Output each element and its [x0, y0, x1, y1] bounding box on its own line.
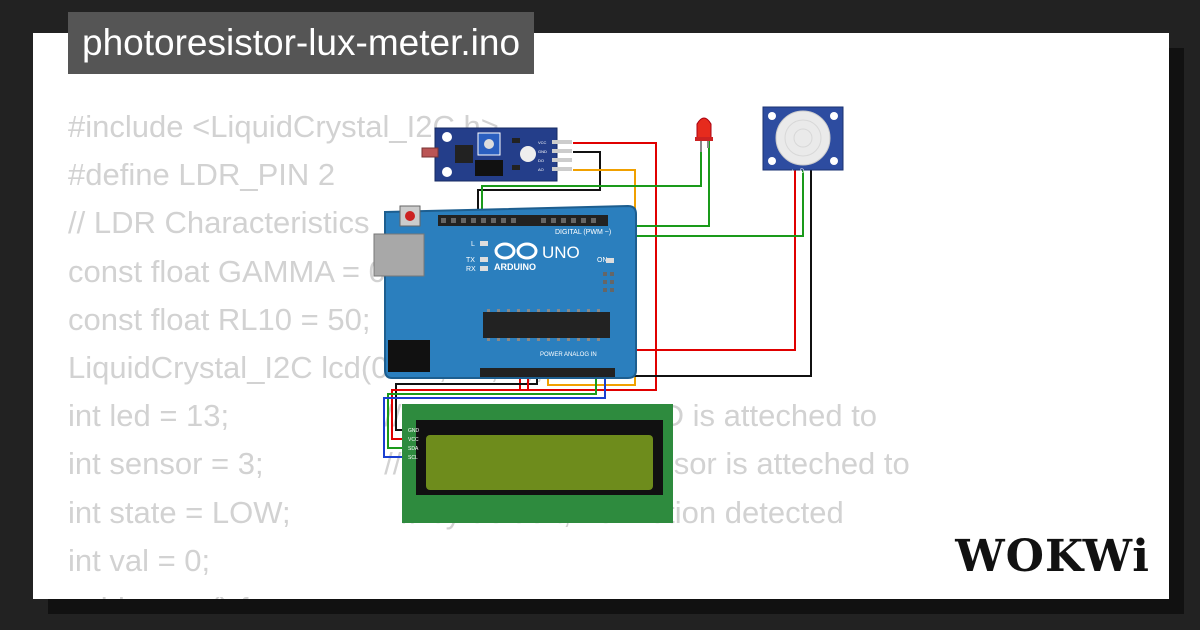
digital-header-label: DIGITAL (PWM ~)	[555, 229, 611, 236]
led-tx-label: TX	[466, 257, 475, 264]
ldr-pins	[552, 140, 572, 171]
code-line: // LDR Characteristics	[68, 205, 370, 241]
ldr-pin-ao: AO	[538, 167, 544, 172]
pir-pin-minus: -	[808, 169, 810, 175]
top-header-pins	[441, 218, 596, 223]
wire-lcd-vcc	[391, 372, 529, 440]
led-on-label: ON	[597, 257, 608, 264]
bottom-header	[480, 368, 615, 377]
wire-ldr-gnd	[477, 151, 601, 215]
wire-pir-data	[594, 170, 804, 237]
ldr-module[interactable]: VCC GND DO AO	[421, 127, 572, 182]
code-line: void setup() {	[68, 585, 910, 599]
wire-lcd-scl	[383, 372, 606, 458]
photoresistor-icon	[421, 147, 439, 158]
red-led[interactable]	[695, 117, 713, 152]
code-line: #define LDR_PIN 2	[68, 157, 336, 193]
board-model: UNO	[542, 243, 580, 262]
arduino-uno-board[interactable]: DIGITAL (PWM ~) L TX RX UNO ARDUINO ON P…	[373, 204, 637, 379]
led-rx-label: RX	[466, 266, 476, 273]
project-title: photoresistor-lux-meter.ino	[68, 12, 535, 74]
bottom-header-label: POWER ANALOG IN	[540, 352, 597, 358]
led-on	[606, 258, 614, 263]
wires	[383, 139, 812, 458]
pir-pin-plus: +	[791, 169, 795, 175]
ldr-pin-gnd: GND	[538, 149, 547, 154]
wire-led-cathode	[481, 140, 702, 215]
arduino-logo-icon	[494, 242, 538, 260]
led-rx	[480, 266, 488, 271]
wire-lcd-gnd	[395, 372, 538, 431]
lcd-1602-display[interactable]: GND VCC SDA SCL	[402, 404, 673, 523]
wire-lcd-sda	[387, 372, 597, 449]
power-jack	[388, 340, 430, 372]
atmega-chip	[483, 312, 610, 338]
lcd-pin-scl: SCL	[408, 455, 418, 461]
wokwi-logo: WOKWi	[955, 531, 1150, 582]
lcd-screen	[426, 435, 653, 490]
led-tx	[480, 257, 488, 262]
circuit-diagram: DIGITAL (PWM ~) L TX RX UNO ARDUINO ON P…	[373, 106, 844, 523]
reset-button-cap	[405, 211, 415, 221]
wire-pir-gnd	[617, 170, 812, 377]
wire-ldr-ao	[547, 169, 636, 386]
wire-pir-vcc	[612, 170, 796, 351]
code-line: const float RL10 = 50;	[68, 301, 371, 337]
usb-port	[373, 233, 425, 277]
lcd-pin-sda: SDA	[408, 446, 419, 452]
board-brand: ARDUINO	[494, 262, 536, 272]
ldr-pin-do: DO	[538, 158, 544, 163]
ldr-pin-vcc: VCC	[538, 140, 547, 145]
led-l-label: L	[471, 241, 475, 248]
lcd-pin-vcc: VCC	[408, 437, 419, 443]
pir-motion-sensor[interactable]: + D -	[762, 106, 844, 175]
top-header	[438, 215, 608, 226]
code-line: int val = 0;	[68, 542, 211, 578]
pir-pin-d: D	[800, 169, 805, 175]
led-l	[480, 241, 488, 246]
lcd-pin-gnd: GND	[408, 428, 420, 434]
pir-dome-icon	[775, 110, 831, 166]
icsp-header	[603, 272, 614, 292]
